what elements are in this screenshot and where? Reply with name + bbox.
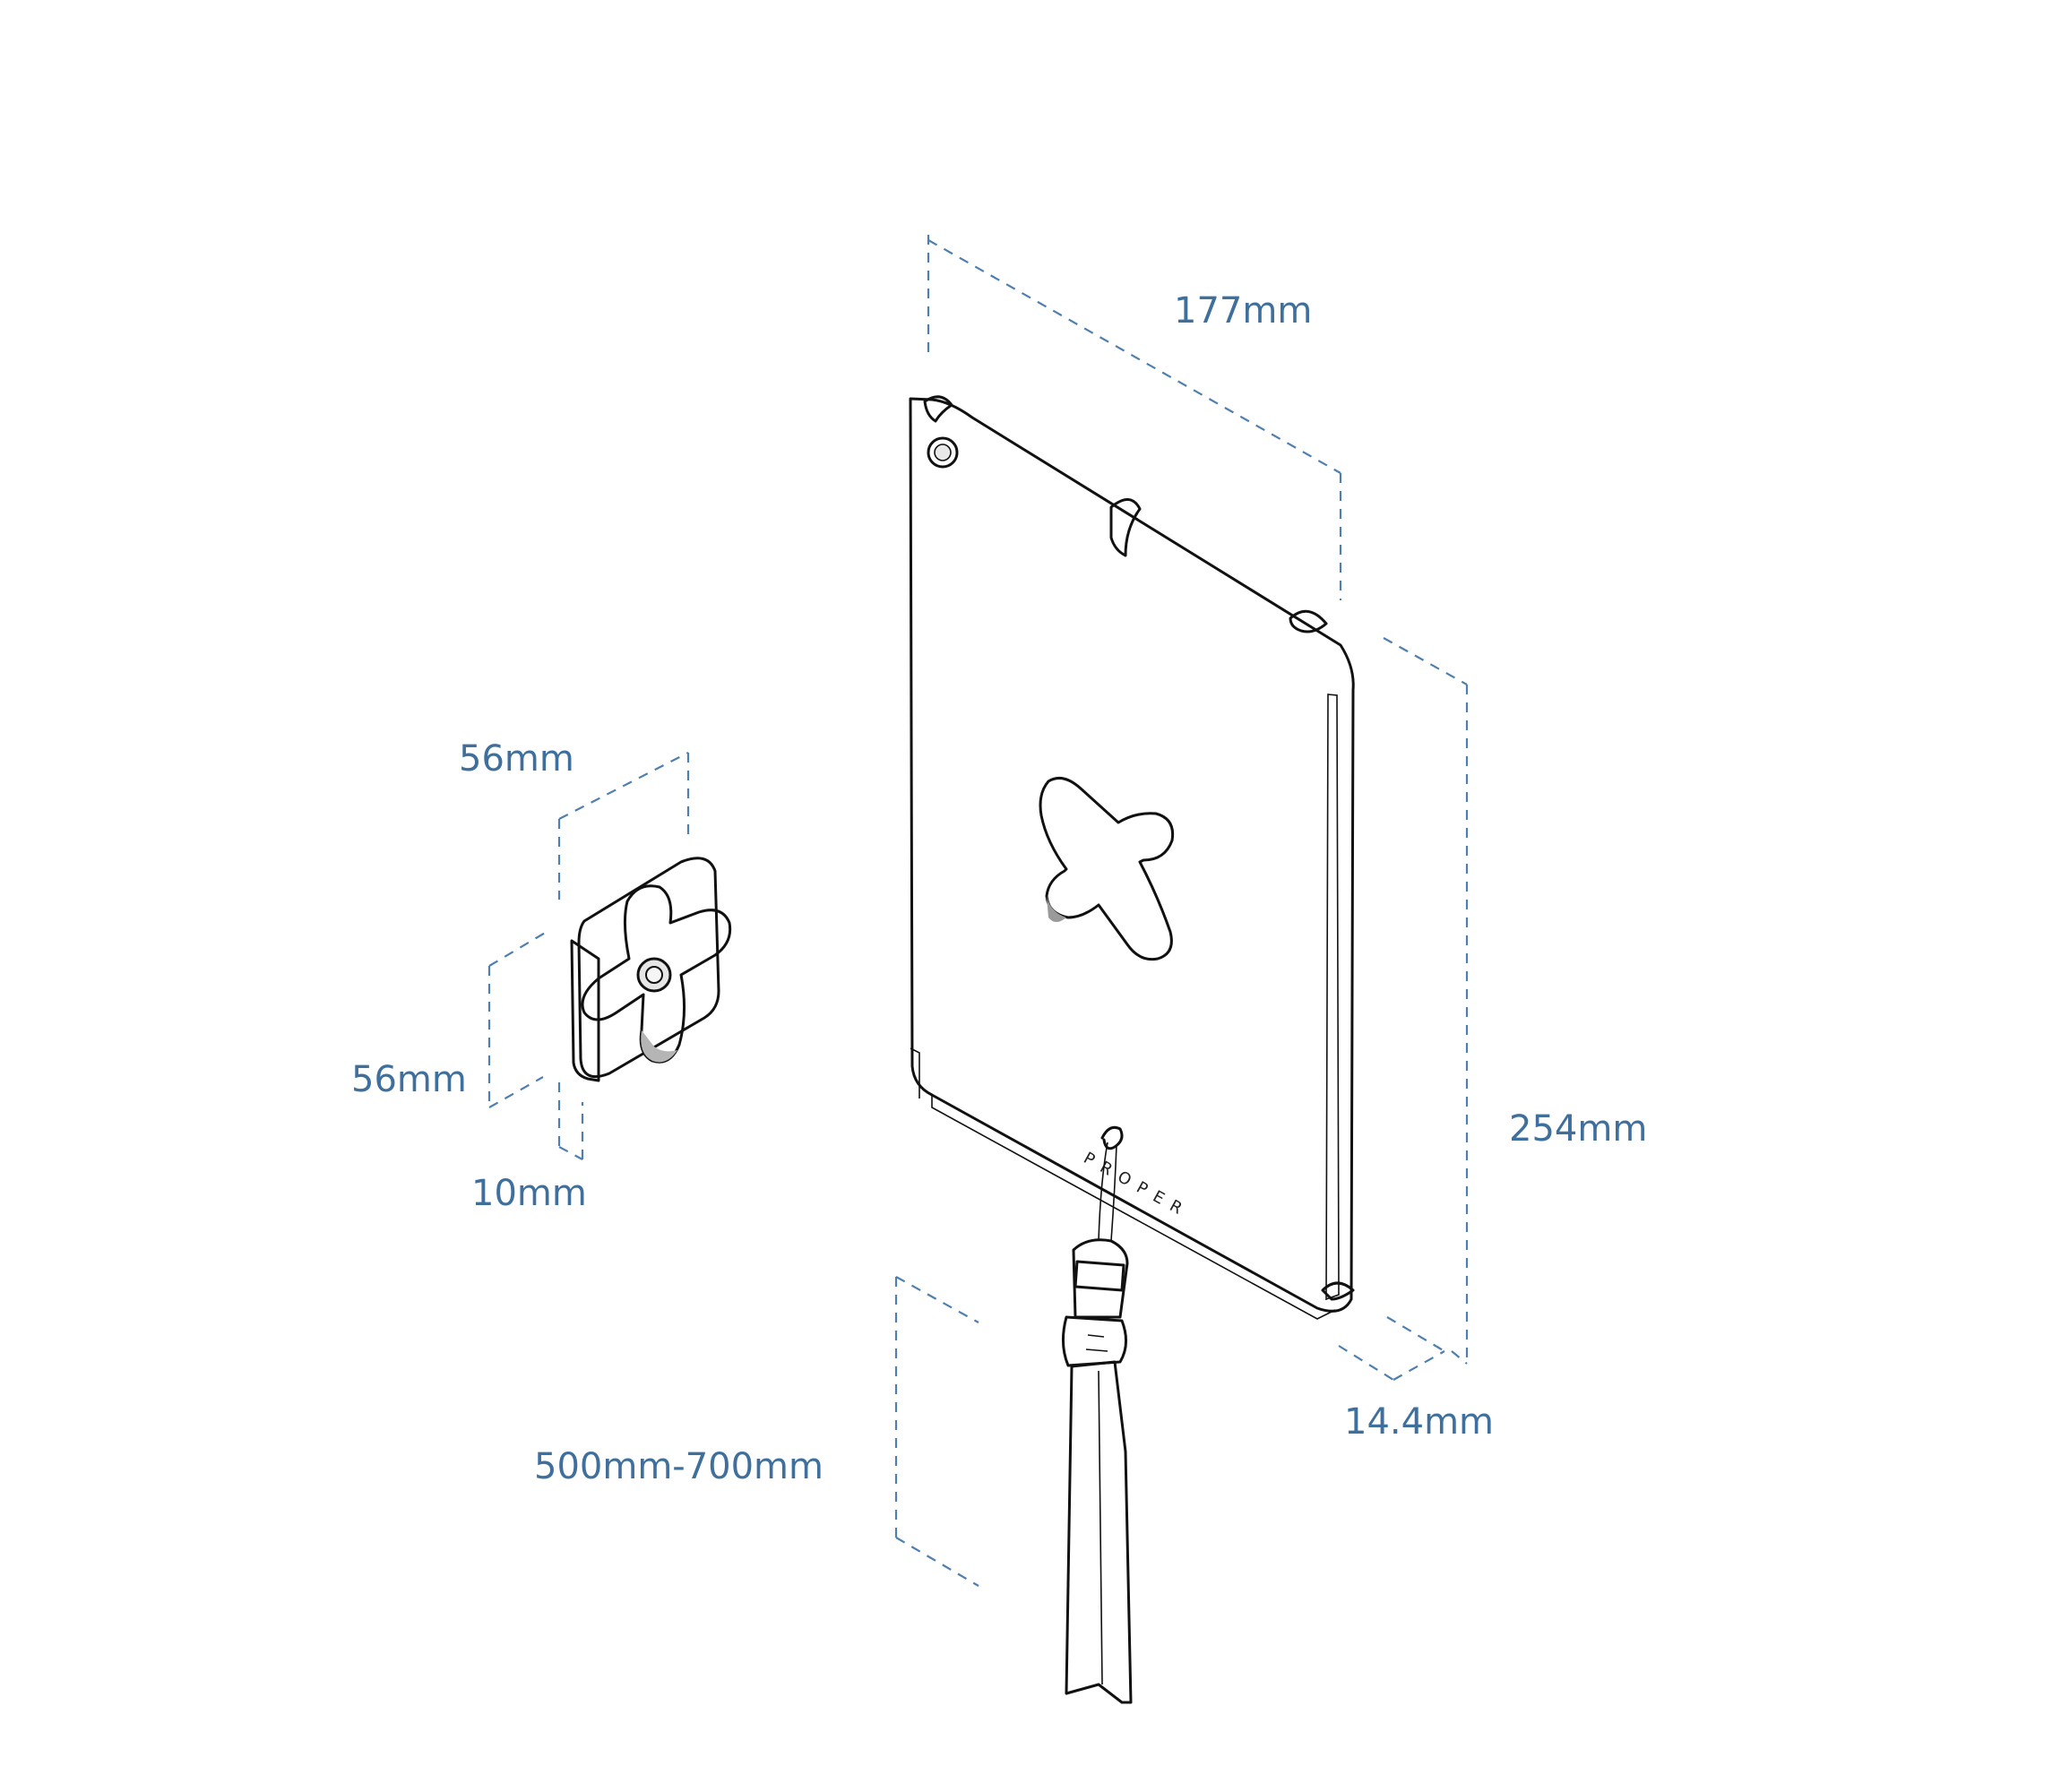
dim-line-mount-width	[557, 752, 690, 900]
corner-cutout-top-right	[1289, 609, 1328, 633]
lanyard-strap	[1065, 1360, 1133, 1704]
lanyard-clip	[1072, 1238, 1129, 1319]
corner-cutout-bottom-right	[1321, 1281, 1355, 1301]
dim-line-case-width	[927, 235, 1342, 600]
corner-cutout-top-left	[923, 395, 953, 423]
label-mount-width: 56mm	[459, 738, 574, 780]
mount-screw-inner	[645, 966, 663, 984]
lanyard	[1062, 1142, 1133, 1704]
case-shell	[909, 397, 1355, 1313]
lanyard-strap-fold	[1098, 1370, 1103, 1685]
label-case-depth: 14.4mm	[1344, 1401, 1494, 1443]
dimension-lines	[487, 235, 1469, 1587]
lanyard-buckle	[1062, 1315, 1127, 1367]
dim-line-mount-depth	[557, 1082, 584, 1160]
dim-line-mount-height	[487, 931, 548, 1108]
dim-line-lanyard-length	[894, 1276, 979, 1587]
label-case-width: 177mm	[1174, 290, 1312, 332]
lanyard-buckle-slot	[1085, 1334, 1108, 1352]
tablet-case: PROPER	[909, 395, 1355, 1320]
lanyard-cord	[1098, 1142, 1117, 1242]
case-bottom-edge	[931, 1095, 1336, 1320]
x-mount-inner-shadow	[1047, 896, 1066, 922]
label-mount-depth: 10mm	[471, 1173, 587, 1214]
lanyard-clip-band	[1074, 1260, 1125, 1292]
label-case-height: 254mm	[1509, 1108, 1647, 1150]
dim-line-case-height	[1383, 637, 1469, 1365]
camera-hole-rim	[934, 444, 952, 461]
lanyard-hook	[1100, 1125, 1124, 1150]
mount-cross-shadow	[641, 1030, 677, 1063]
label-lanyard-length: 500mm-700mm	[534, 1446, 824, 1487]
wall-mount	[570, 857, 732, 1082]
button-slot	[1109, 498, 1142, 557]
mount-base-plate	[577, 857, 720, 1078]
label-mount-height: 56mm	[351, 1059, 467, 1100]
dimension-labels: 177mm 254mm 14.4mm 56mm 56mm 10mm 500mm-…	[351, 290, 1647, 1487]
case-left-edge	[910, 1047, 920, 1098]
dim-line-case-depth	[1338, 1316, 1445, 1381]
mount-cross	[581, 884, 732, 1064]
case-side-edge	[1325, 694, 1340, 1301]
mount-base-side	[570, 939, 600, 1082]
x-mount-cutout	[1039, 776, 1175, 961]
